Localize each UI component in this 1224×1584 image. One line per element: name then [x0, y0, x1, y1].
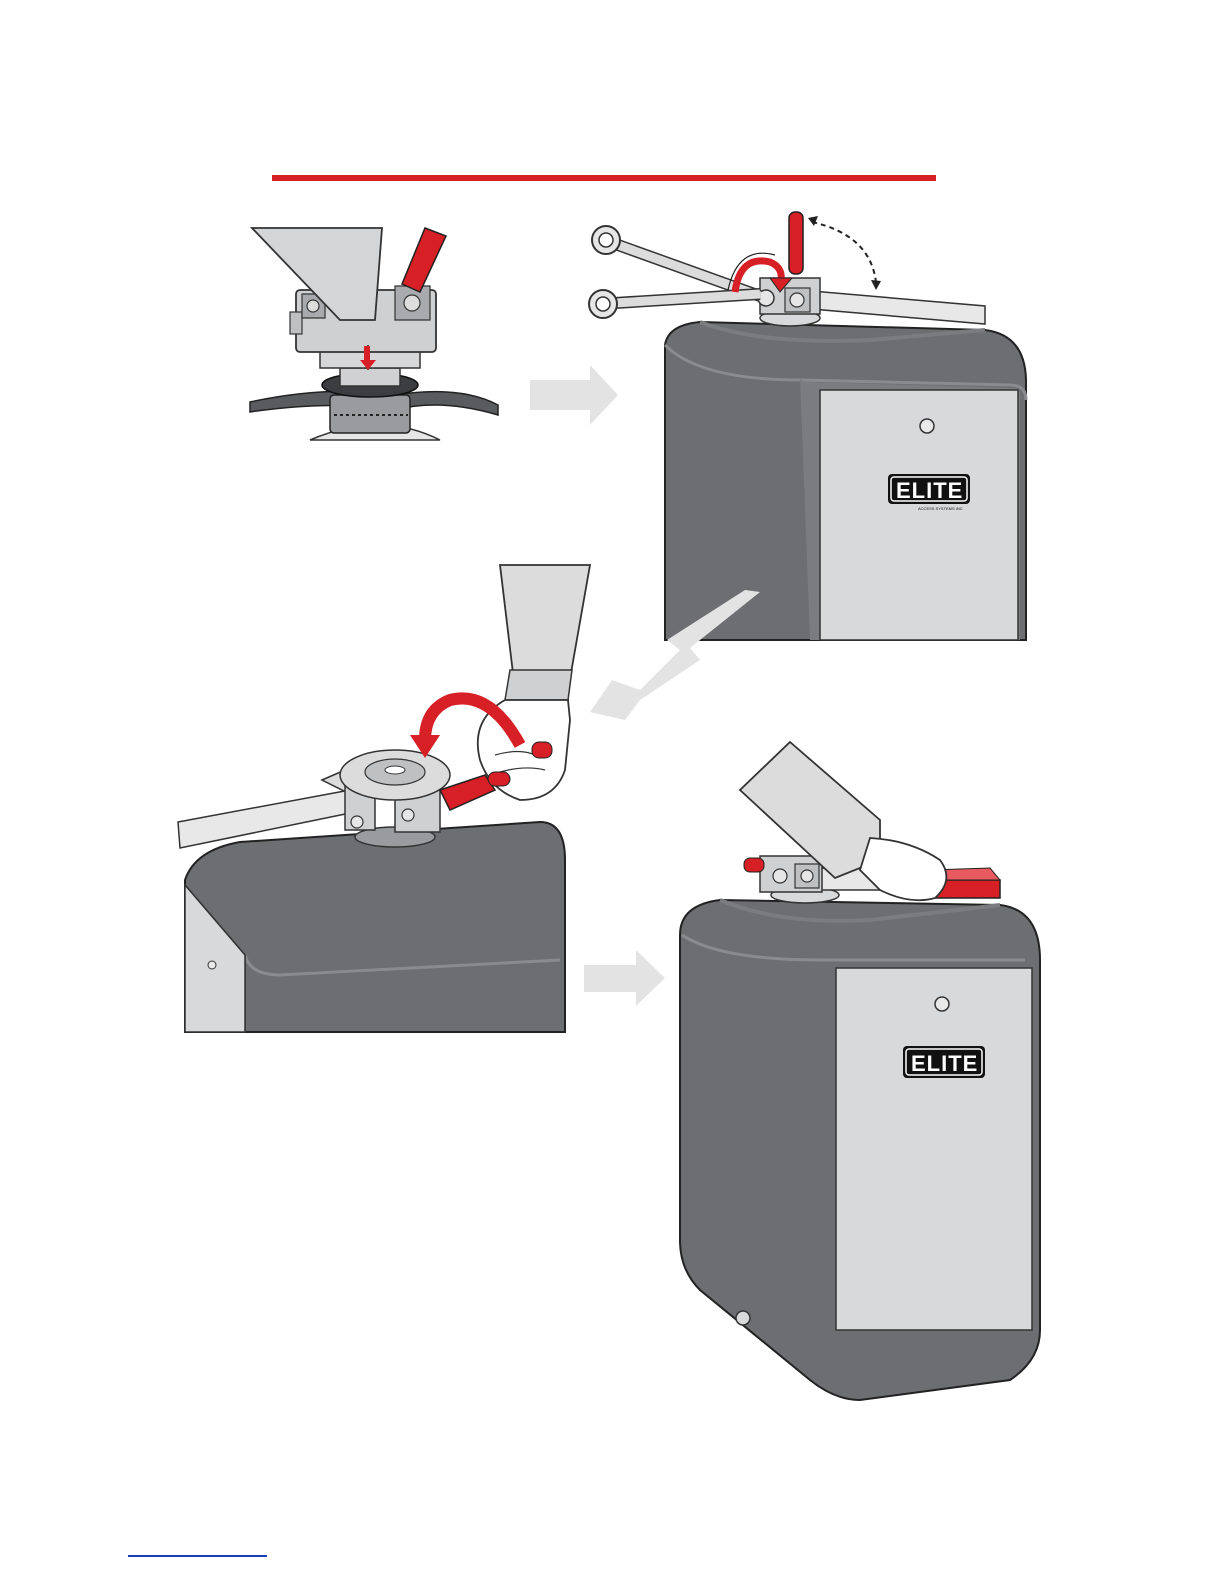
figure-hand-pushing-handle: ELITE: [680, 742, 1040, 1400]
footer-link-underline: [128, 1555, 267, 1557]
logo-subtext-1: ACCESS SYSTEMS INC: [918, 506, 963, 511]
elite-logo-2: ELITE: [903, 1046, 985, 1078]
logo-text-2: ELITE: [911, 1051, 978, 1076]
logo-text-1: ELITE: [896, 478, 963, 503]
figure-operator-with-handle: ELITE ACCESS SYSTEMS INC: [589, 212, 1026, 640]
figure-hand-turning-handle: [178, 565, 590, 1032]
figure-release-key-closeup: [250, 228, 498, 440]
step-arrow-1: [530, 365, 618, 425]
header-rule: [272, 175, 936, 181]
step-arrow-3: [584, 950, 665, 1006]
